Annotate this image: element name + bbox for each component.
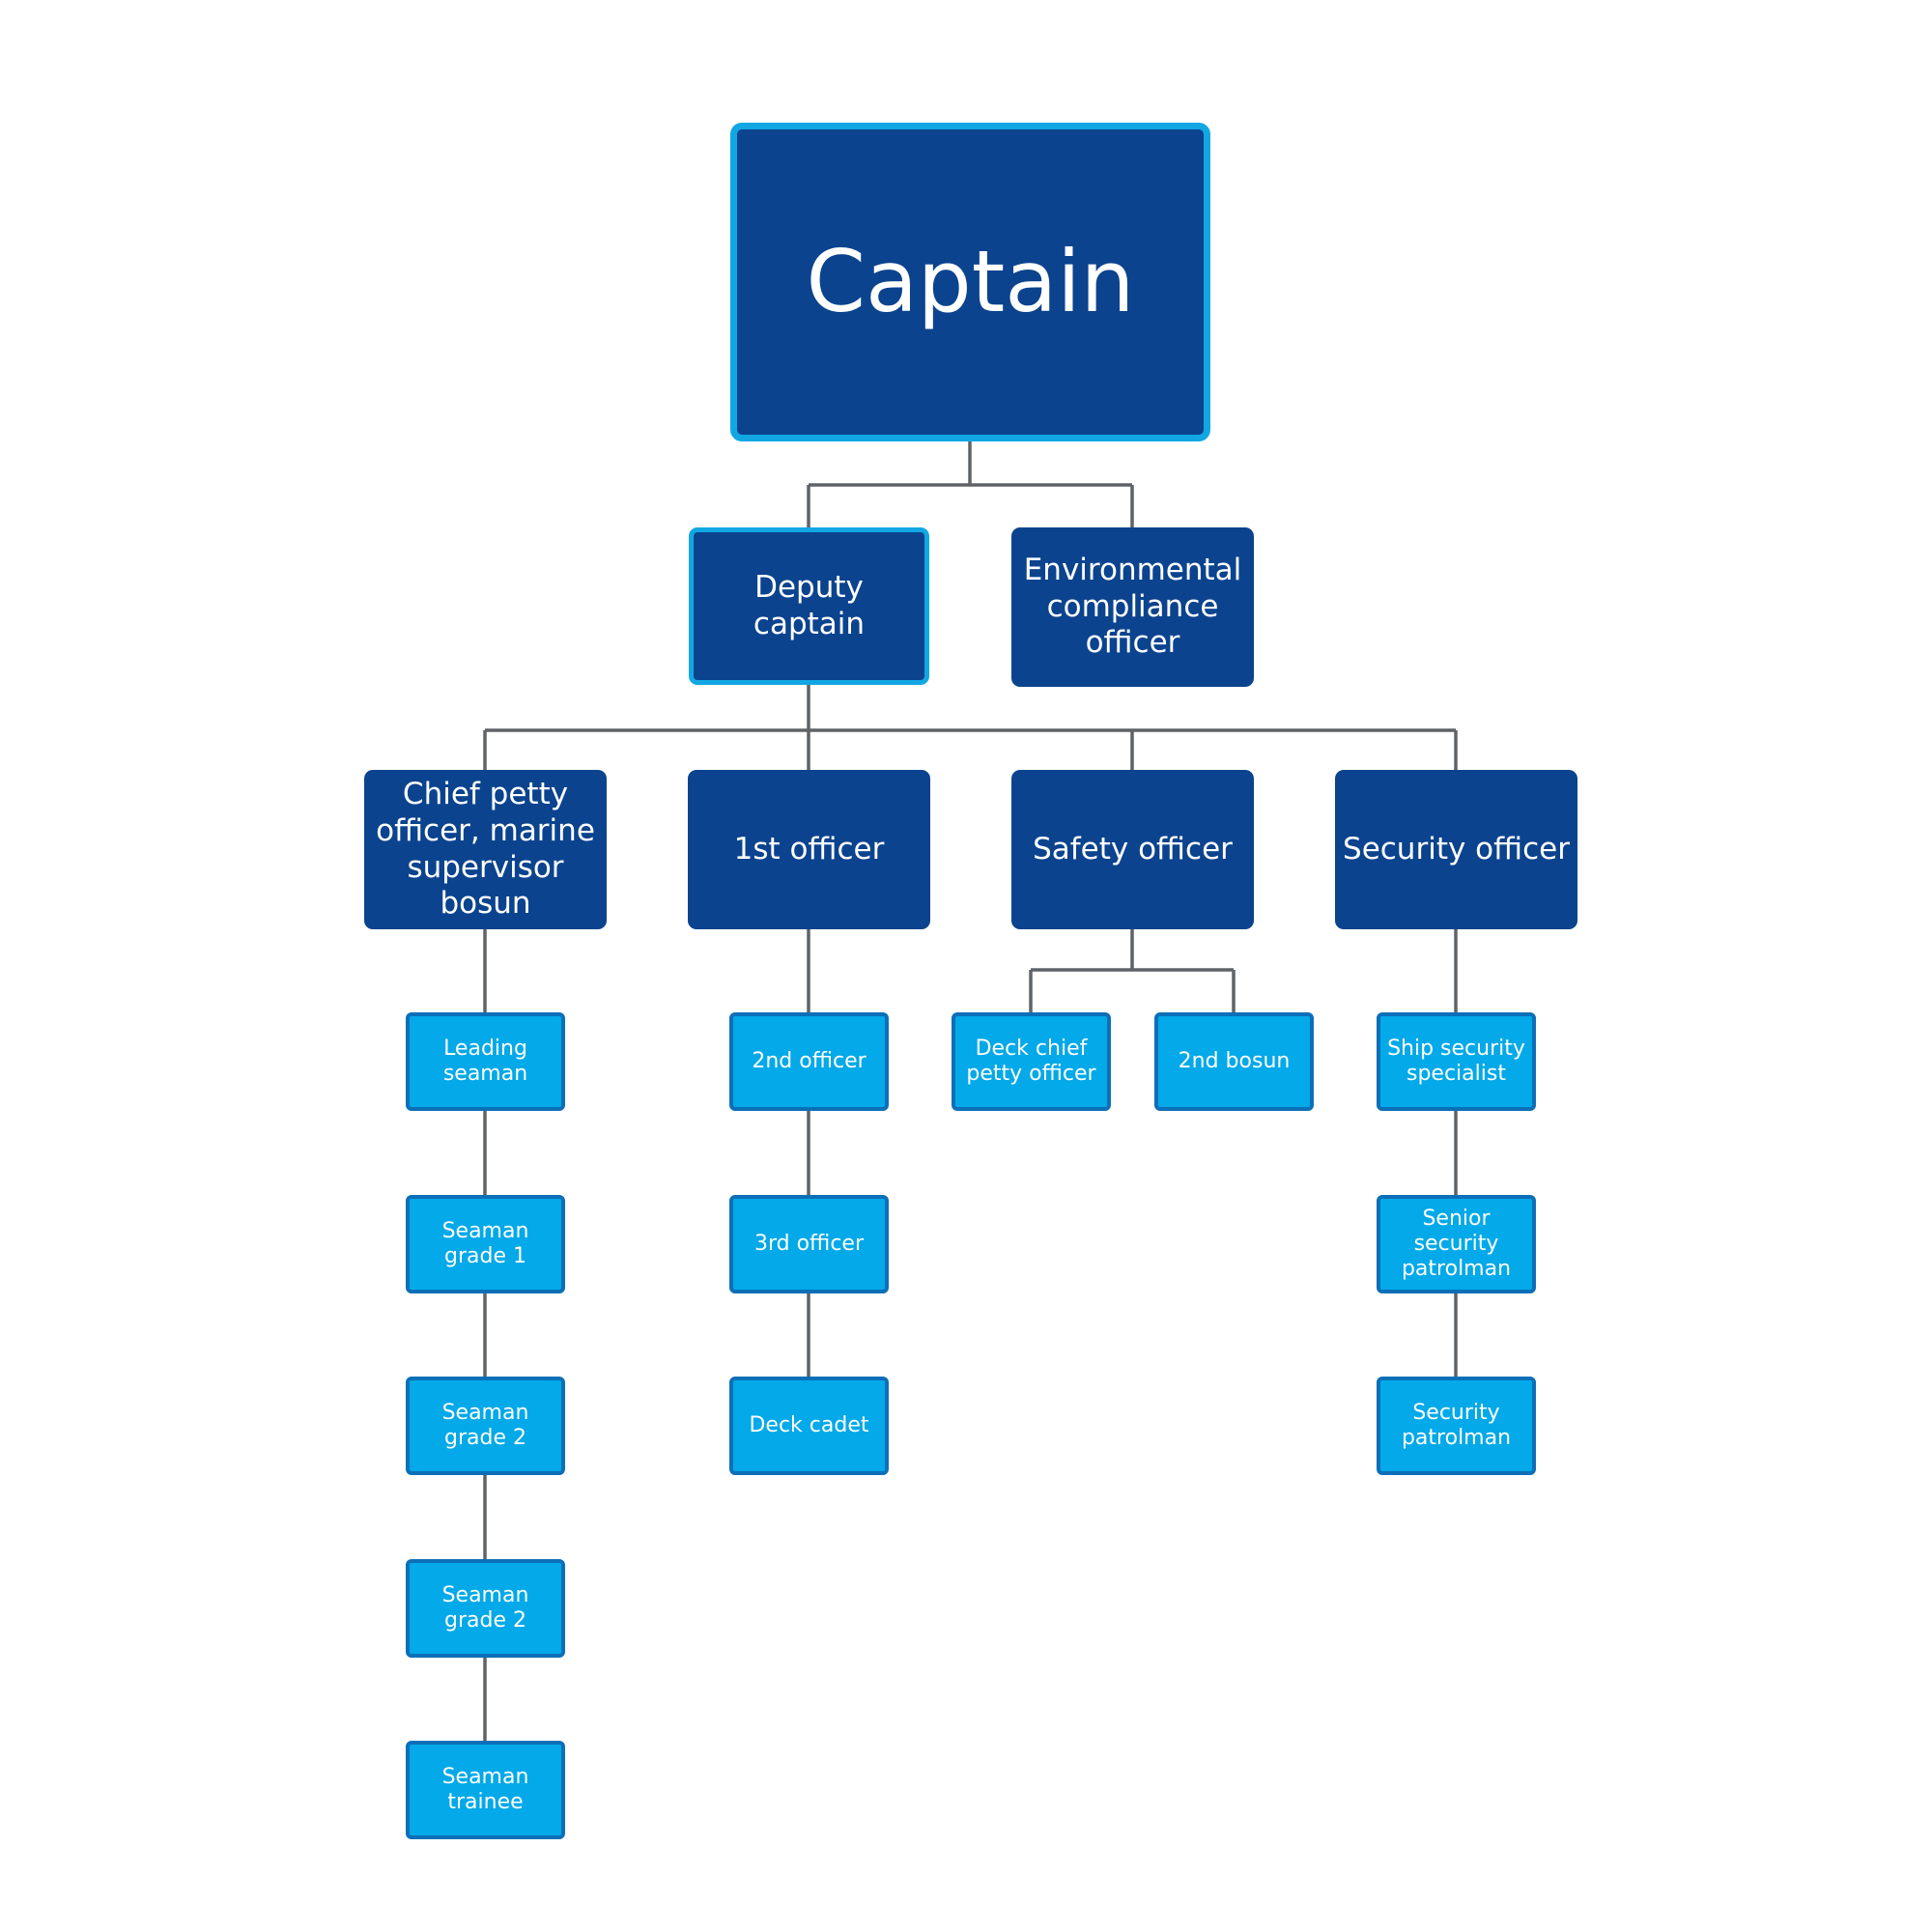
node-2nd-bosun: 2nd bosun [1154,1012,1314,1111]
node-safety-officer: Safety officer [1011,770,1254,929]
node-1st-officer: 1st officer [688,770,930,929]
node-captain: Captain [730,123,1210,441]
node-deck-chief-petty-officer: Deck chief petty officer [952,1012,1111,1111]
node-deputy-captain: Deputy captain [689,527,929,685]
node-seaman-grade-2: Seaman grade 2 [406,1377,565,1475]
node-3rd-officer: 3rd officer [729,1195,889,1293]
node-deck-cadet: Deck cadet [729,1377,889,1475]
node-security-officer: Security officer [1335,770,1577,929]
node-leading-seaman: Leading seaman [406,1012,565,1111]
node-2nd-officer: 2nd officer [729,1012,889,1111]
node-ship-security-specialist: Ship security specialist [1377,1012,1536,1111]
node-environmental-compliance-officer: Environmental compliance officer [1011,527,1254,687]
node-seaman-trainee: Seaman trainee [406,1741,565,1839]
node-chief-petty-officer: Chief petty officer, marine supervisor b… [364,770,607,929]
node-senior-security-patrolman: Senior security patrolman [1377,1195,1536,1293]
node-seaman-grade-2: Seaman grade 2 [406,1559,565,1658]
node-seaman-grade-1: Seaman grade 1 [406,1195,565,1293]
node-security-patrolman: Security patrolman [1377,1377,1536,1475]
